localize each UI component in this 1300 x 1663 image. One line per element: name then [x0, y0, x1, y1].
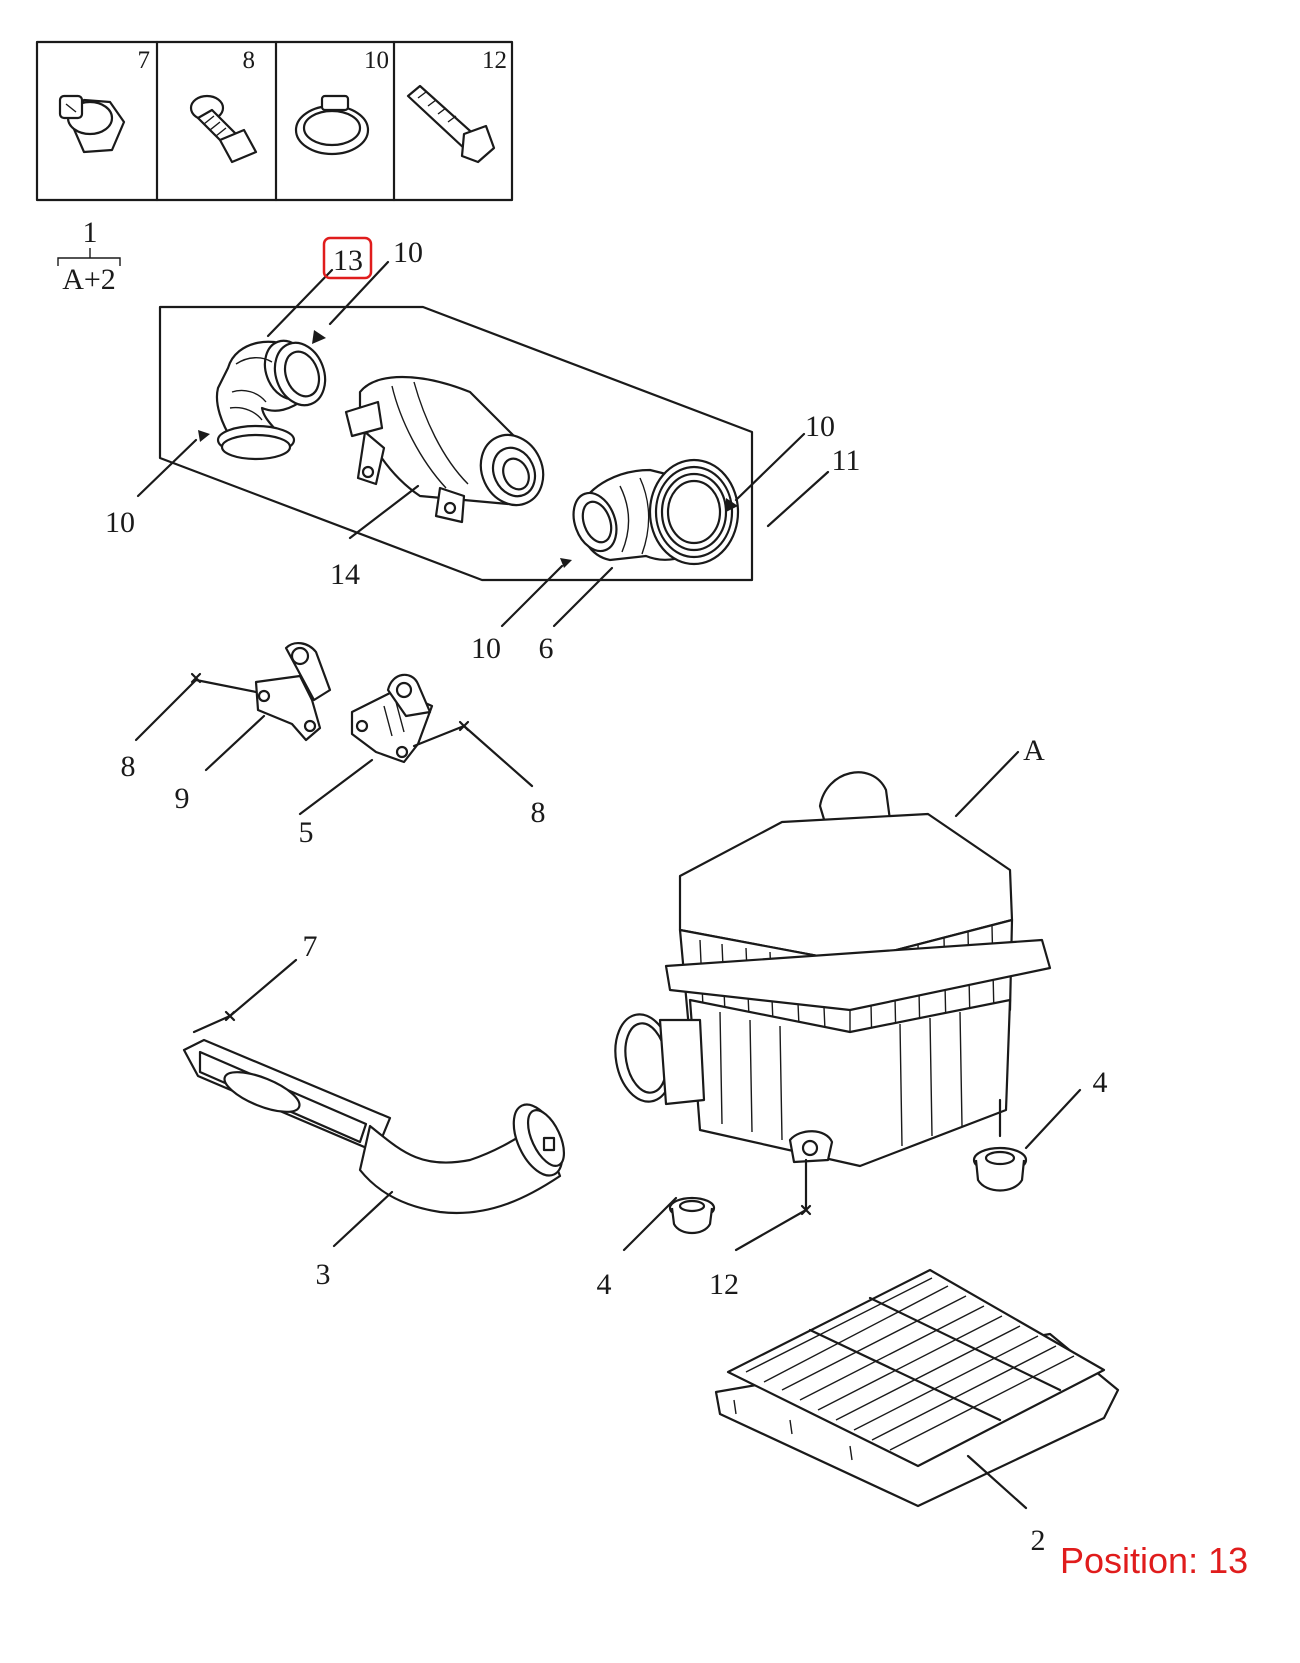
clamp-arrow-left [198, 430, 210, 442]
clamp-arrow-upper [312, 330, 326, 344]
callout-10-bottom[interactable]: 10 [471, 632, 501, 665]
callout-7[interactable]: 7 [303, 930, 318, 963]
resonator-14 [344, 375, 545, 524]
callout-11[interactable]: 11 [832, 444, 861, 477]
highlight-box-13 [322, 236, 373, 280]
clamp-arrow-lower [560, 558, 572, 568]
clamp-arrow-right [726, 498, 738, 512]
callout-13[interactable]: 13 [333, 244, 363, 277]
leader-lines [134, 260, 1082, 1510]
callout-4-left[interactable]: 4 [597, 1268, 612, 1301]
callout-9[interactable]: 9 [175, 782, 190, 815]
outlet-hose-6 [572, 458, 740, 566]
air-filter-housing-A [614, 771, 1052, 1168]
intake-duct-3 [182, 1038, 566, 1215]
assembly-components: A+2 [62, 263, 116, 296]
bolt-with-washer-icon [189, 94, 258, 164]
callout-5[interactable]: 5 [299, 816, 314, 849]
callout-8-left[interactable]: 8 [121, 750, 136, 783]
callout-3[interactable]: 3 [316, 1258, 331, 1291]
fastener-mark-12 [800, 1204, 812, 1216]
bracket-5 [350, 673, 434, 764]
hose-kit-group [158, 305, 754, 582]
callout-numbers: 13 10 10 10 11 14 10 6 8 9 5 8 7 3 A 4 4… [105, 236, 1108, 1557]
position-label: Position: 13 [1060, 1540, 1249, 1581]
callout-4-right[interactable]: 4 [1093, 1066, 1108, 1099]
grommet-4-right [972, 1146, 1028, 1192]
assembly-number: 1 [83, 216, 98, 249]
callout-10-left[interactable]: 10 [105, 506, 135, 539]
push-clip-icon [58, 94, 126, 154]
filter-element-2 [714, 1268, 1120, 1508]
fastener-mark-8-left [190, 672, 202, 684]
callout-8-right[interactable]: 8 [531, 796, 546, 829]
key-number-10: 10 [364, 47, 389, 74]
callout-2[interactable]: 2 [1031, 1524, 1046, 1557]
hose-clamp-icon [294, 94, 370, 156]
fastener-markers [190, 672, 812, 1216]
hose-kit-frame [158, 305, 754, 582]
callout-10-right[interactable]: 10 [805, 410, 835, 443]
fastener-mark-7 [224, 1010, 236, 1022]
callout-A[interactable]: A [1023, 734, 1045, 767]
key-number-7: 7 [138, 47, 151, 74]
elbow-hose-13 [215, 339, 327, 461]
grommet-4-left [668, 1196, 716, 1235]
key-number-8: 8 [243, 47, 256, 74]
callout-14[interactable]: 14 [330, 558, 360, 591]
bracket-9 [254, 642, 332, 742]
flange-bolt-icon [406, 84, 496, 164]
parts-key-table: 7 8 10 12 [35, 40, 514, 202]
key-number-12: 12 [482, 47, 507, 74]
callout-6[interactable]: 6 [539, 632, 554, 665]
parts-key-frame [35, 40, 514, 202]
fastener-mark-8-right [458, 720, 470, 732]
callout-10-top[interactable]: 10 [393, 236, 423, 269]
assembly-note: 1 A+2 [57, 216, 121, 296]
callout-12[interactable]: 12 [709, 1268, 739, 1301]
